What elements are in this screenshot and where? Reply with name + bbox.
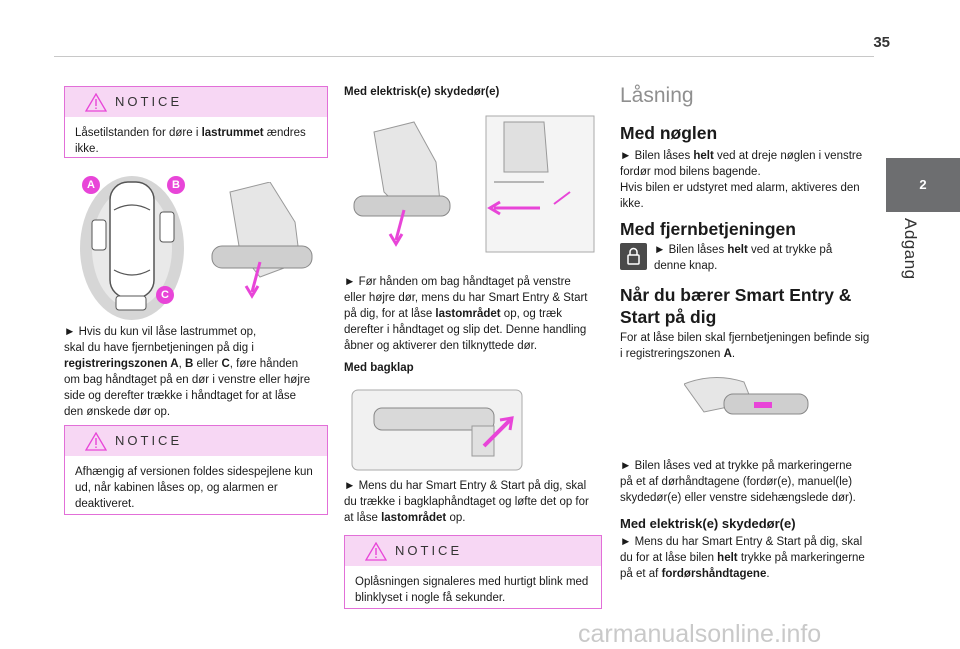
notice-title: NOTICE	[115, 433, 183, 448]
unlock-cargo-paragraph: ► Hvis du kun vil låse lastrummet op, sk…	[64, 326, 311, 418]
notice-header: NOTICE	[345, 536, 601, 566]
zone-label-c: C	[156, 286, 174, 304]
notice-title: NOTICE	[115, 94, 183, 109]
notice-box: NOTICE Oplåsningen signaleres med hurtig…	[344, 535, 602, 609]
zone-label-b: B	[167, 176, 185, 194]
sliding-door-paragraph: ► Før hånden om bag håndtaget på venstre…	[344, 276, 588, 352]
handle-touch-illustration	[684, 377, 809, 415]
notice-box: NOTICE Afhængig af versionen foldes side…	[64, 425, 328, 515]
section-heading: Med nøglen	[620, 123, 718, 143]
tailgate-paragraph: ► Mens du har Smart Entry & Start på dig…	[344, 480, 589, 524]
warning-icon	[85, 93, 107, 112]
smart-entry-paragraph: For at låse bilen skal fjernbetjeningen …	[620, 332, 870, 360]
notice-title: NOTICE	[395, 543, 463, 558]
warning-icon	[365, 542, 387, 561]
detection-zones-illustration	[80, 176, 184, 320]
chapter-tab[interactable]: 2	[886, 158, 960, 212]
section-heading: Med elektrisk(e) skydedør(e)	[344, 86, 500, 98]
marking-lock-paragraph: ► Bilen låses ved at trykke på markering…	[620, 460, 856, 504]
zone-label-a: A	[82, 176, 100, 194]
notice-box: NOTICE Låsetilstanden for døre i lastrum…	[64, 86, 328, 158]
door-handle-illustration	[211, 182, 313, 299]
lock-button-icon	[620, 243, 647, 270]
notice-text: Oplåsningen signaleres med hurtigt blink…	[355, 576, 589, 604]
top-rule	[54, 56, 874, 57]
chapter-label: Adgang	[901, 218, 920, 280]
section-heading: Med bagklap	[344, 362, 414, 374]
notice-header: NOTICE	[65, 426, 327, 456]
sliding-door-lock-paragraph: ► Mens du har Smart Entry & Start på dig…	[620, 536, 865, 580]
section-title: Låsning	[620, 84, 694, 107]
tailgate-illustration	[351, 389, 523, 471]
section-heading: Med fjernbetjeningen	[620, 219, 796, 239]
key-lock-paragraph: ► Bilen låses helt ved at dreje nøglen i…	[620, 150, 863, 210]
notice-text: Låsetilstanden for døre i lastrummet ænd…	[75, 127, 306, 155]
notice-header: NOTICE	[65, 87, 327, 117]
watermark: carmanualsonline.info	[578, 620, 822, 648]
remote-lock-paragraph: ► Bilen låses helt ved at trykke på denn…	[654, 244, 833, 272]
notice-text: Afhængig af versionen foldes sidespejlen…	[75, 466, 313, 510]
page-number: 35	[873, 34, 890, 51]
warning-icon	[85, 432, 107, 451]
sliding-door-illustration	[353, 115, 595, 253]
section-heading: Når du bærer Smart Entry & Start på dig	[620, 285, 852, 327]
section-heading: Med elektrisk(e) skydedør(e)	[620, 516, 796, 531]
